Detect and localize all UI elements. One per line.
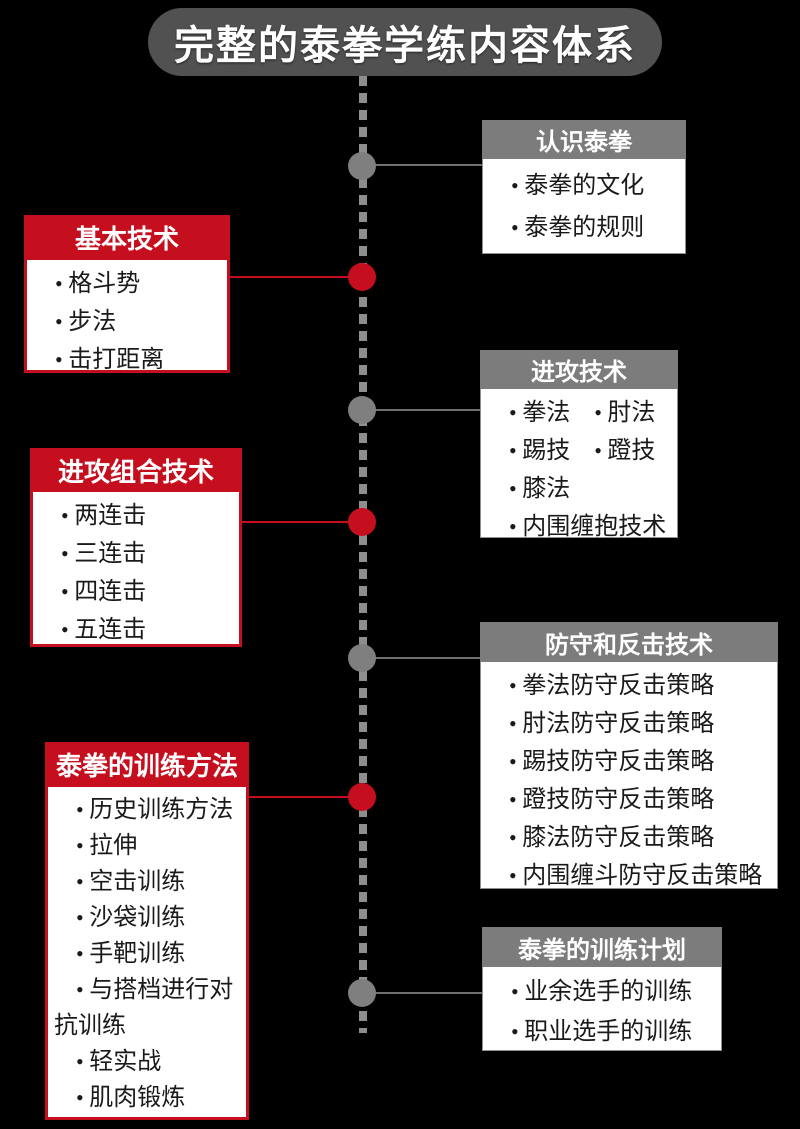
list-item: 四连击 <box>39 573 235 611</box>
box-body: 历史训练方法 拉伸 空击训练 沙袋训练 手靶训练 与搭档进行对抗训练 轻实战 肌… <box>45 787 249 1120</box>
right-box-about-muay-thai: 认识泰拳 泰拳的文化 泰拳的规则 <box>482 120 686 254</box>
branch-line-basic <box>228 276 362 278</box>
box-title: 进攻技术 <box>480 350 678 389</box>
list-item: 业余选手的训练 <box>489 972 717 1012</box>
list-item: 手靶训练 <box>54 936 242 972</box>
list-item: 内围缠斗防守反击策略 <box>487 857 773 895</box>
list-item: 踢技 <box>509 438 570 464</box>
list-row: 膝法 <box>487 470 673 508</box>
box-title: 泰拳的训练计划 <box>482 927 722 967</box>
box-body: 两连击 三连击 四连击 五连击 <box>30 492 242 647</box>
list-item: 拳法 <box>509 400 570 426</box>
list-item: 沙袋训练 <box>54 900 242 936</box>
box-title: 防守和反击技术 <box>480 622 778 662</box>
timeline-node-combos <box>348 508 376 536</box>
list-item: 步法 <box>33 303 223 341</box>
box-title: 泰拳的训练方法 <box>45 742 249 787</box>
branch-line-defense <box>362 657 480 659</box>
box-body: 拳法 肘法 踢技 蹬技 膝法 内围缠抱技术 <box>480 389 678 540</box>
list-item: 泰拳的规则 <box>489 207 681 249</box>
list-item: 泰拳的文化 <box>489 165 681 207</box>
timeline-node-basic <box>348 263 376 291</box>
box-title: 进攻组合技术 <box>30 448 242 492</box>
list-row: 拳法 肘法 <box>487 394 673 432</box>
timeline-node-attack <box>348 396 376 424</box>
list-item: 与搭档进行对抗训练 <box>54 972 242 1044</box>
list-item: 肘法防守反击策略 <box>487 705 773 743</box>
list-item: 两连击 <box>39 497 235 535</box>
list-item: 职业选手的训练 <box>489 1012 717 1052</box>
branch-line-about <box>362 164 482 166</box>
right-box-attack-techniques: 进攻技术 拳法 肘法 踢技 蹬技 膝法 内围缠抱技术 <box>480 350 678 540</box>
branch-line-plan <box>362 992 482 994</box>
timeline-dashed-line <box>359 76 367 1033</box>
list-item: 肘法 <box>594 400 655 426</box>
list-item: 轻实战 <box>54 1044 242 1080</box>
branch-line-attack <box>362 409 482 411</box>
list-row: 踢技 蹬技 <box>487 432 673 470</box>
branch-line-combos <box>240 521 362 523</box>
list-item: 格斗势 <box>33 265 223 303</box>
timeline-node-defense <box>348 644 376 672</box>
box-body: 业余选手的训练 职业选手的训练 <box>482 967 722 1051</box>
list-item: 拉伸 <box>54 828 242 864</box>
left-box-attack-combos: 进攻组合技术 两连击 三连击 四连击 五连击 <box>30 448 242 647</box>
box-title: 认识泰拳 <box>482 120 686 159</box>
timeline-node-methods <box>348 783 376 811</box>
branch-line-methods <box>246 796 362 798</box>
list-item: 五连击 <box>39 611 235 649</box>
list-item: 膝法 <box>509 476 570 502</box>
timeline-node-about <box>348 152 376 180</box>
list-item: 肌肉锻炼 <box>54 1080 242 1116</box>
diagram-title: 完整的泰拳学练内容体系 <box>148 8 662 76</box>
box-body: 拳法防守反击策略 肘法防守反击策略 踢技防守反击策略 蹬技防守反击策略 膝法防守… <box>480 662 778 889</box>
right-box-defense-counter: 防守和反击技术 拳法防守反击策略 肘法防守反击策略 踢技防守反击策略 蹬技防守反… <box>480 622 778 889</box>
list-row: 内围缠抱技术 <box>487 508 673 546</box>
left-box-training-methods: 泰拳的训练方法 历史训练方法 拉伸 空击训练 沙袋训练 手靶训练 与搭档进行对抗… <box>45 742 249 1120</box>
box-body: 格斗势 步法 击打距离 <box>24 260 230 373</box>
right-box-training-plan: 泰拳的训练计划 业余选手的训练 职业选手的训练 <box>482 927 722 1051</box>
list-item: 历史训练方法 <box>54 792 242 828</box>
list-item: 膝法防守反击策略 <box>487 819 773 857</box>
list-item: 蹬技防守反击策略 <box>487 781 773 819</box>
list-item: 拳法防守反击策略 <box>487 667 773 705</box>
list-item: 踢技防守反击策略 <box>487 743 773 781</box>
list-item: 三连击 <box>39 535 235 573</box>
list-item: 击打距离 <box>33 341 223 379</box>
box-body: 泰拳的文化 泰拳的规则 <box>482 159 686 254</box>
list-item: 内围缠抱技术 <box>509 514 666 540</box>
left-box-basic-techniques: 基本技术 格斗势 步法 击打距离 <box>24 215 230 373</box>
timeline-node-plan <box>348 979 376 1007</box>
box-title: 基本技术 <box>24 215 230 260</box>
list-item: 空击训练 <box>54 864 242 900</box>
list-item: 蹬技 <box>594 438 655 464</box>
